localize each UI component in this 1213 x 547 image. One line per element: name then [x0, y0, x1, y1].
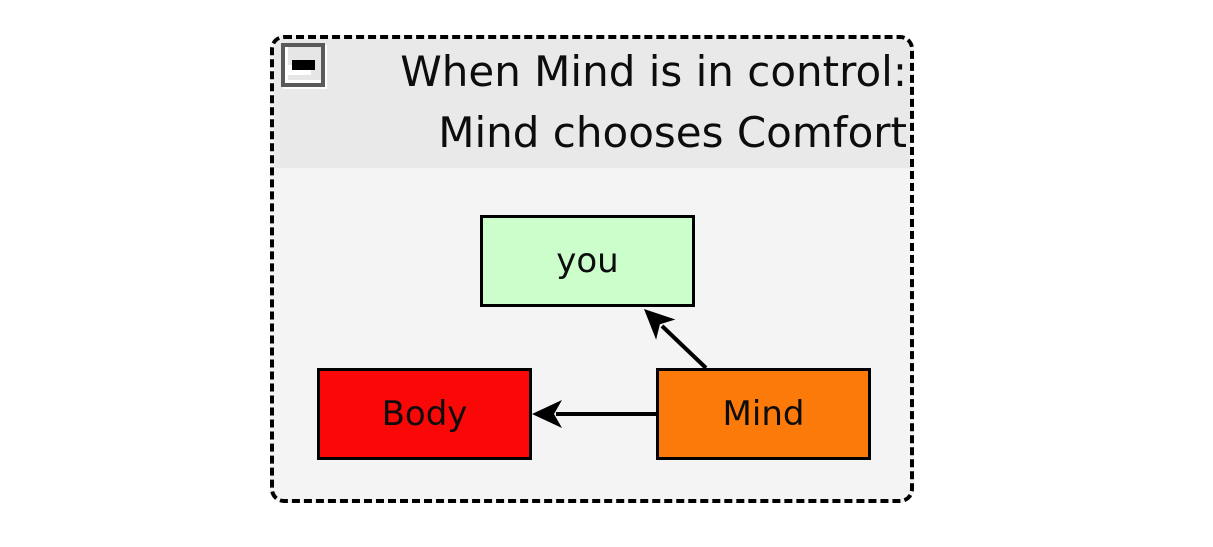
- panel-title: When Mind is in control: Mind chooses Co…: [330, 41, 907, 163]
- panel-title-line1: When Mind is in control:: [400, 47, 907, 96]
- node-mind[interactable]: Mind: [656, 368, 871, 460]
- node-body-label: Body: [381, 394, 468, 434]
- node-you[interactable]: you: [480, 215, 695, 307]
- edge-mind-to-you: [644, 309, 708, 370]
- diagram-canvas: you Body Mind: [274, 168, 910, 499]
- node-you-label: you: [556, 241, 619, 281]
- node-mind-label: Mind: [722, 394, 805, 434]
- panel-header: When Mind is in control: Mind chooses Co…: [274, 39, 910, 168]
- edge-mind-to-body: [532, 400, 656, 428]
- minus-icon: [292, 60, 315, 70]
- collapse-button[interactable]: [281, 43, 325, 87]
- diagram-panel: When Mind is in control: Mind chooses Co…: [270, 35, 914, 503]
- node-body[interactable]: Body: [317, 368, 532, 460]
- panel-title-line2: Mind chooses Comfort: [438, 108, 907, 157]
